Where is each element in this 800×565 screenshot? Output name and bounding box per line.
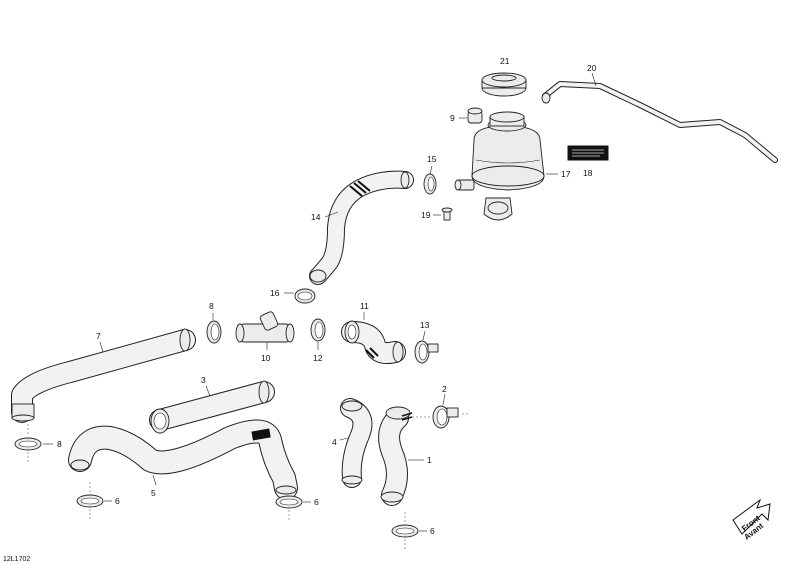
callout-4: 4 [332,437,337,447]
part-21-pressure-cap[interactable] [481,72,527,97]
callout-11: 11 [360,301,369,311]
callout-19: 19 [421,210,431,220]
callout-18: 18 [583,168,593,178]
part-15-hose-clamp[interactable] [423,173,437,195]
part-19-screw[interactable] [441,207,453,221]
part-8-hose-clamp-lower[interactable] [14,437,42,451]
part-7-long-hose[interactable] [11,328,196,423]
callout-7: 7 [96,331,101,341]
part-18-warning-label[interactable] [567,145,609,161]
callout-14: 14 [311,212,321,222]
part-14-upper-coolant-hose[interactable] [309,170,414,285]
part-6-hose-clamp-b[interactable] [275,495,303,509]
callout-15: 15 [427,154,437,164]
callout-10: 10 [261,353,271,363]
callout-20: 20 [587,63,597,73]
front-direction-arrow-icon: Front Avant [732,498,771,542]
callout-6-a: 6 [115,496,120,506]
part-8-hose-clamp-upper[interactable] [206,320,222,344]
callout-2: 2 [442,384,447,394]
part-1-s-hose[interactable] [378,406,413,506]
part-13-screw-clamp[interactable] [414,340,439,364]
drawing-code: 12L1702 [3,556,30,563]
part-4-s-hose[interactable] [340,398,373,488]
callout-3: 3 [201,375,206,385]
part-16-hose-clamp[interactable] [294,288,316,304]
callout-8-lower: 8 [57,439,62,449]
callout-6-c: 6 [430,526,435,536]
part-10-y-fitting[interactable] [235,311,295,343]
callout-17: 17 [561,169,571,179]
part-9-fitting[interactable] [467,107,483,124]
part-3-straight-hose[interactable] [149,380,275,434]
part-12-hose-clamp[interactable] [310,318,326,342]
callout-8-upper: 8 [209,301,214,311]
part-11-elbow-hose[interactable] [341,320,406,365]
callout-13: 13 [420,320,430,330]
part-17-coolant-reservoir[interactable] [471,111,545,221]
reservoir-outlet-nipple [454,179,475,191]
callout-9: 9 [450,113,455,123]
callout-21: 21 [500,56,510,66]
callout-1: 1 [427,455,432,465]
callout-12: 12 [313,353,323,363]
part-5-lower-hose[interactable] [68,419,298,500]
part-6-hose-clamp-a[interactable] [76,494,104,508]
part-2-screw-clamp[interactable] [432,405,459,429]
part-20-overflow-hose[interactable] [541,81,778,163]
callout-6-b: 6 [314,497,319,507]
callout-16: 16 [270,288,280,298]
part-6-hose-clamp-c[interactable] [391,524,419,538]
callout-5: 5 [151,488,156,498]
